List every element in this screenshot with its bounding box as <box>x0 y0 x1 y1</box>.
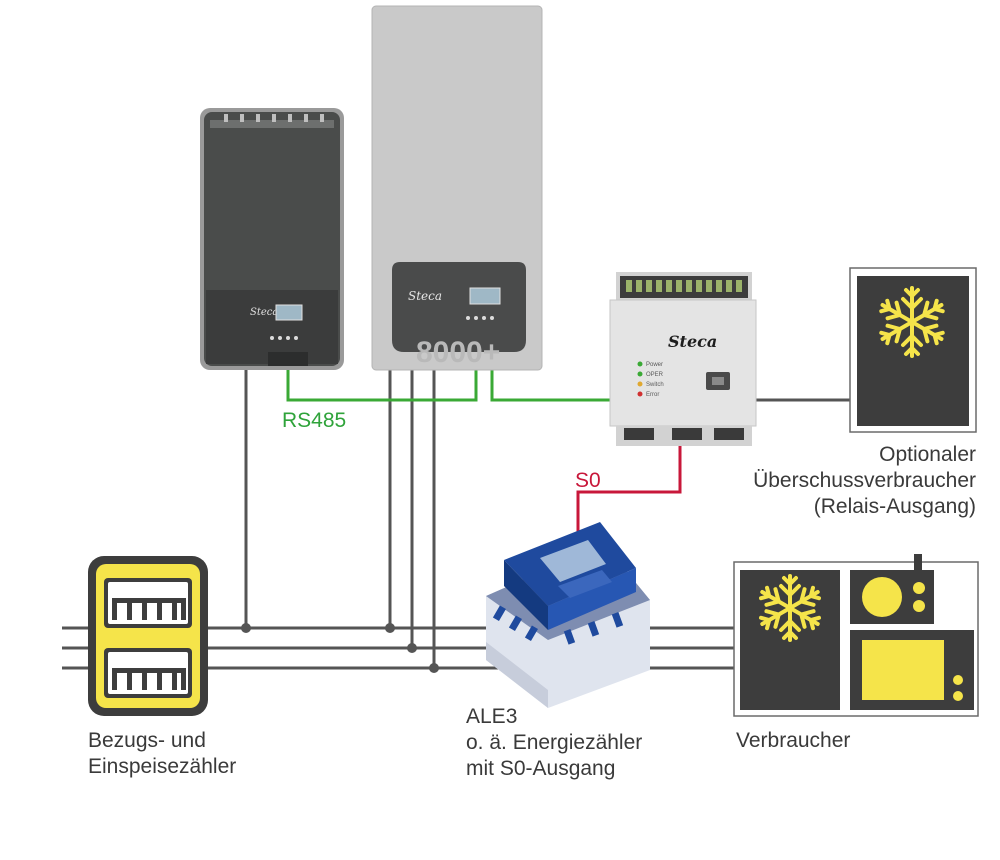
model-number: 8000+ <box>416 336 500 369</box>
optional-consumer-label-3: (Relais-Ausgang) <box>813 495 976 518</box>
rs485-label: RS485 <box>282 409 347 432</box>
snowflake-icon <box>876 286 948 358</box>
brand-logo-large: Steca <box>408 289 442 303</box>
main-meter-label-1: Bezugs- und <box>88 729 206 752</box>
rs485-line <box>286 366 478 402</box>
led-label-power: Power <box>646 362 663 368</box>
led-label-switch: Switch <box>646 382 664 388</box>
consumers-panel <box>733 554 979 717</box>
optional-consumer-panel <box>849 267 977 433</box>
ale3-label-2: o. ä. Energiezähler <box>466 731 643 754</box>
rs485-line-sem <box>490 366 620 402</box>
inverter-large: Steca 8000+ <box>371 5 543 371</box>
snowflake-icon <box>755 574 825 642</box>
consumers-label: Verbraucher <box>736 729 851 752</box>
s0-label: S0 <box>575 469 601 492</box>
junction-dots <box>241 623 439 673</box>
brand-logo-small: Steca <box>250 307 278 318</box>
ale3-label-3: mit S0-Ausgang <box>466 757 616 780</box>
optional-consumer-label-2: Überschussverbraucher <box>753 469 976 492</box>
radio-icon <box>850 554 934 624</box>
sem-brand-logo: Steca <box>668 332 717 351</box>
led-label-error: Error <box>646 392 659 398</box>
inverter-power-lines <box>244 368 436 668</box>
ale3-meter <box>486 522 650 708</box>
display-large <box>469 287 501 305</box>
ale3-label-1: ALE3 <box>466 705 518 728</box>
main-meter-label-2: Einspeisezähler <box>88 755 237 778</box>
energy-manager-module: Steca Power OPER Switch Error <box>609 272 757 446</box>
microwave-icon <box>850 630 974 710</box>
inverter-small: Steca <box>200 108 344 370</box>
optional-consumer-label-1: Optionaler <box>879 443 976 466</box>
led-label-oper: OPER <box>646 372 664 378</box>
main-meter-icon <box>88 556 208 716</box>
display-small <box>275 304 303 321</box>
s0-line <box>576 440 682 560</box>
